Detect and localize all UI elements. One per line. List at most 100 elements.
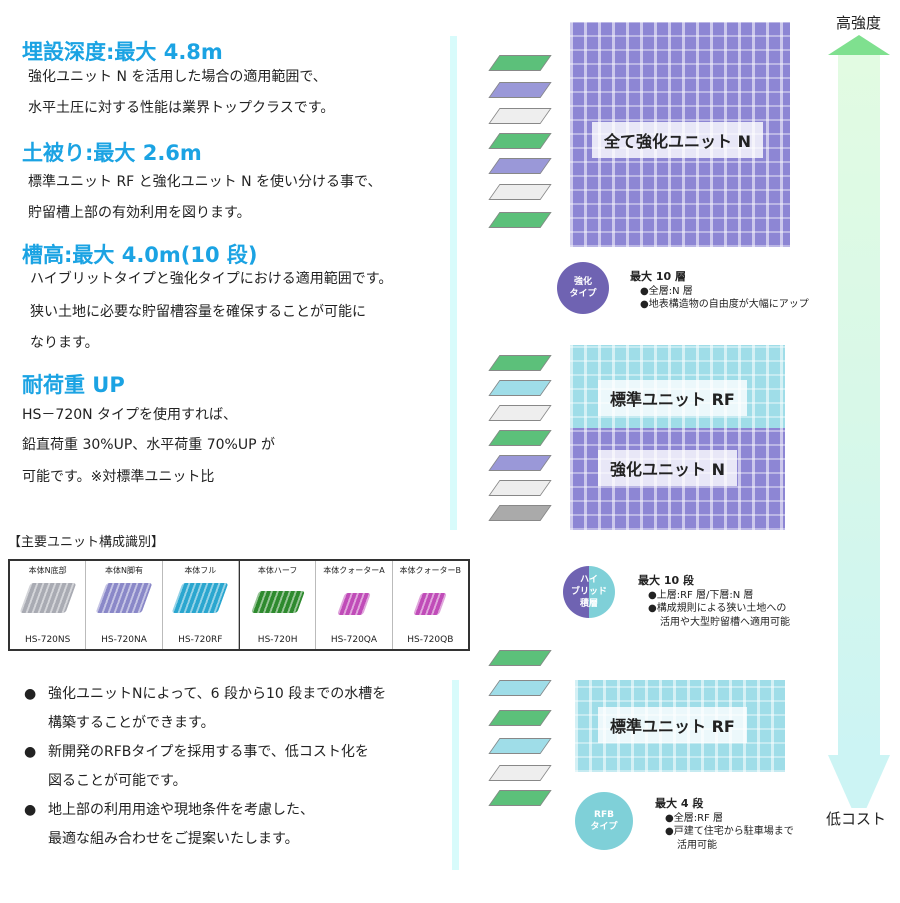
layer-icon [488,455,552,471]
unit-cell: 本体クォーターB HS-720QB [393,561,468,649]
layer-icon [488,430,552,446]
layer-icon [488,405,552,421]
heading-tank-height: 槽高:最大 4.0m(10 段) [22,243,258,267]
reinforced-type-badge: 強化タイプ [557,262,609,314]
unit-code: HS-720QB [407,635,454,645]
unit-cell: 本体N底部 HS-720NS [10,561,87,649]
unit-image [171,583,229,613]
layer-icon [488,380,552,396]
layer-icon [488,480,552,496]
unit-code: HS-720RF [178,635,223,645]
badge-text: タイプ [590,822,618,832]
badge-text: RFB [594,809,614,820]
detail: ●上層:RF 層/下層:N 層 [648,589,754,601]
hybrid-type-badge: ハイブリッド積層 [563,566,615,618]
layer-icon [488,158,552,174]
layer-icon [488,212,552,228]
rfb-type-badge: RFB タイプ [575,792,633,850]
detail: ●戸建て住宅から駐車場まで [665,826,794,838]
grid-overlay [570,345,785,530]
hybrid-type-info: 最大 10 段 ●上層:RF 層/下層:N 層 ●構成規則による狭い土地への活用や大… [638,574,790,629]
layer-icon [488,184,552,200]
unit-image [95,583,153,613]
badge-text: ハイ [580,574,598,585]
bullet-text: 構築することができます。 [48,715,215,731]
bullet-item: ●地上部の利用用途や現地条件を考慮した、最適な組み合わせをご提案いたします。 [24,802,314,847]
layer-icon [488,790,552,806]
unit-cell: 本体N脚有 HS-720NA [86,561,163,649]
layer-icon [488,82,552,98]
block-label: 強化ユニット N [598,450,737,486]
text-line: なります。 [30,335,99,351]
detail: ●地表構造物の自由度が大幅にアップ [640,299,809,311]
detail: 活用や大型貯留槽へ適用可能 [660,616,790,628]
unit-caption: 本体N底部 [28,566,67,575]
layer-icon [488,710,552,726]
bullet-text: 地上部の利用用途や現地条件を考慮した、 [48,802,314,818]
heading-cover-depth: 土被り:最大 2.6m [22,141,202,165]
layer-icon [488,680,552,696]
detail: ●構成規則による狭い土地への [648,603,787,615]
text-line: ハイブリットタイプと強化タイプにおける適用範囲です。 [30,271,393,287]
text-line: 貯留槽上部の有効利用を図ります。 [28,205,251,221]
max-layers: 最大 10 層 [630,270,686,283]
text-line: 強化ユニット N を活用した場合の適用範囲で、 [28,69,327,85]
units-title: 【主要ユニット構成識別】 [8,535,165,550]
bullet-text: 図ることが可能です。 [48,773,187,789]
detail: ●全層:RF 層 [665,812,723,824]
text-line: 水平土圧に対する性能は業界トップクラスです。 [28,100,335,116]
bullet-text: 最適な組み合わせをご提案いたします。 [48,831,299,847]
block-label: 標準ユニット RF [598,707,747,743]
badge-text: 積層 [579,599,598,610]
unit-caption: 本体フル [184,566,217,575]
low-cost-label: 低コスト [826,808,887,829]
unit-code: HS-720NA [101,635,147,645]
units-table: 本体N底部 HS-720NS 本体N脚有 HS-720NA 本体フル HS-720RF… [8,559,470,651]
max-layers: 最大 4 段 [655,797,704,810]
bullet-text: 強化ユニットNによって、6 段から10 段までの水槽を [48,686,387,702]
unit-code: HS-720H [257,635,298,645]
layer-icon [488,738,552,754]
layer-icon [488,765,552,781]
badge-text: 強化 [573,276,592,287]
max-layers: 最大 10 段 [638,574,694,587]
unit-cell: 本体フル HS-720RF [163,561,239,649]
unit-code: HS-720NS [24,635,71,645]
text-line: 鉛直荷重 30%UP、水平荷重 70%UP が [22,437,275,453]
unit-caption: 本体N脚有 [105,566,143,575]
text-line: 標準ユニット RF と強化ユニット N を使い分ける事で、 [28,174,382,190]
detail: 活用可能 [677,839,717,851]
layer-icon [488,133,552,149]
unit-image [413,593,448,615]
layer-icon [488,505,552,521]
unit-cell: 本体ハーフ HS-720H [238,561,317,649]
rfb-type-info: 最大 4 段 ●全層:RF 層 ●戸建て住宅から駐車場まで活用可能 [655,797,794,852]
layer-icon [488,108,552,124]
divider [450,36,457,530]
reinforced-type-info: 最大 10 層 ●全層:N 層 ●地表構造物の自由度が大幅にアップ [630,270,809,312]
detail: ●全層:N 層 [640,285,693,297]
unit-image [250,591,305,613]
unit-image [336,593,371,615]
text-line: HS－720N タイプを使用すれば、 [22,407,238,423]
layer-icon [488,355,552,371]
strength-cost-arrow [828,35,890,825]
text-line: 可能です。※対標準ユニット比 [22,469,215,485]
heading-load-up: 耐荷重 UP [22,373,125,397]
text-line: 狭い土地に必要な貯留槽容量を確保することが可能に [30,304,366,320]
layer-icon [488,55,552,71]
unit-code: HS-720QA [330,635,378,645]
unit-caption: 本体クォーターB [399,566,462,575]
badge-text: ブリッド [570,586,607,597]
heading-burial-depth: 埋設深度:最大 4.8m [22,40,223,64]
badge-text: タイプ [569,289,597,299]
layer-icon [488,650,552,666]
unit-image [19,583,77,613]
bullet-item: ●強化ユニットNによって、6 段から10 段までの水槽を構築することができます。 [24,686,387,731]
block-label: 全て強化ユニット N [592,122,763,158]
block-label: 標準ユニット RF [598,380,747,416]
bullet-list: ●強化ユニットNによって、6 段から10 段までの水槽を構築することができます。… [24,680,386,854]
bullet-item: ●新開発のRFBタイプを採用する事で、低コスト化を図ることが可能です。 [24,744,369,789]
unit-caption: 本体ハーフ [257,566,298,575]
